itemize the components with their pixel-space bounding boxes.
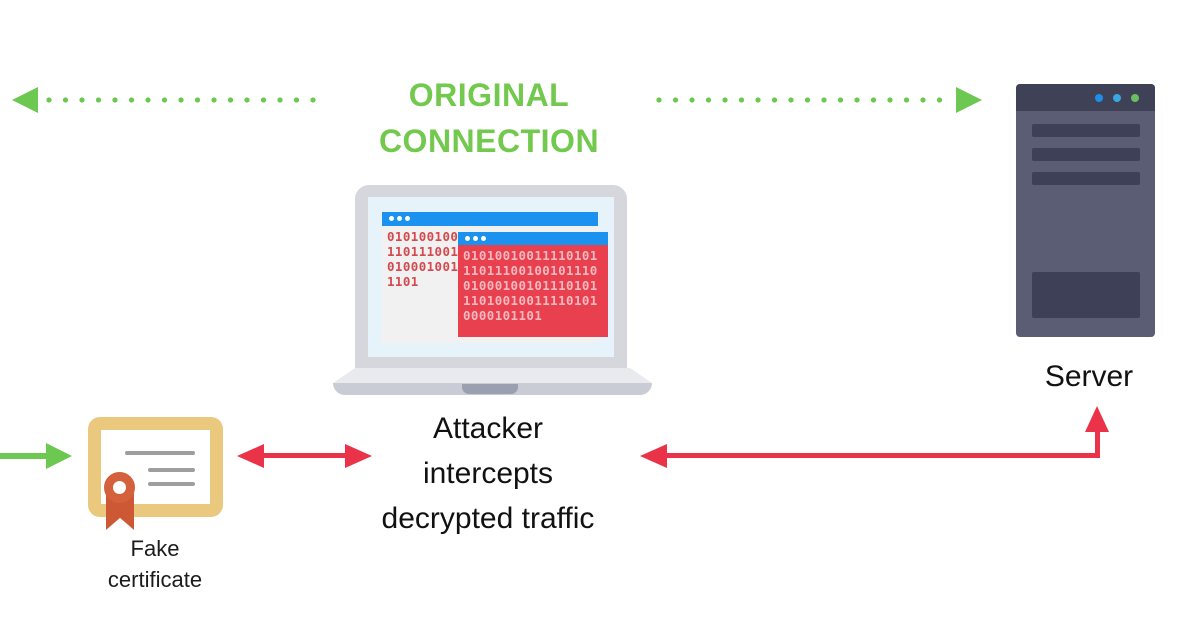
code-line: 11010010011110101 [463, 293, 598, 308]
server-top-panel [1016, 84, 1155, 111]
fake-certificate-label-line1: Fake [130, 536, 180, 561]
fake-certificate-label: Fake certificate [75, 533, 235, 595]
window-dot-icon [405, 216, 410, 221]
green-arrow-line [0, 453, 48, 459]
server-label: Server [1044, 360, 1134, 393]
code-line: 11011100100101110 [463, 263, 598, 278]
window-titlebar [382, 212, 598, 226]
dotted-line-left [46, 97, 322, 103]
red-arrowhead-left-icon [237, 444, 264, 468]
window-dot-icon [473, 236, 478, 241]
server-led-blue-icon [1095, 94, 1103, 102]
green-arrowhead-left-icon [12, 87, 38, 113]
red-arrowhead-to-attacker-icon [640, 444, 667, 468]
green-arrowhead-right-icon [956, 87, 982, 113]
green-arrowhead-icon [46, 443, 72, 469]
window-dot-icon [389, 216, 394, 221]
code-line: 1101 [387, 274, 419, 289]
certificate-text-line [148, 468, 195, 472]
original-connection-line1: ORIGINAL [408, 77, 570, 113]
red-arrowhead-right-icon [345, 444, 372, 468]
red-double-arrow-line [261, 453, 346, 458]
server-slot-bar [1032, 148, 1140, 161]
attacker-label-line3: decrypted traffic [381, 502, 595, 535]
laptop-notch [462, 384, 518, 394]
code-line: 01000100101110101 [463, 278, 598, 293]
code-line: 010100100 [387, 229, 459, 244]
original-connection-line2: CONNECTION [378, 123, 600, 159]
red-arrowhead-to-server-icon [1085, 406, 1109, 432]
red-elbow-horizontal-line [664, 453, 1100, 458]
certificate-text-line [148, 482, 195, 486]
server-vent-panel [1032, 272, 1140, 318]
attacker-label: Attacker intercepts decrypted traffic [313, 406, 663, 541]
server-led-green-icon [1131, 94, 1139, 102]
dotted-line-right [656, 97, 942, 103]
code-line: 110111001 [387, 244, 459, 259]
server-led-lightblue-icon [1113, 94, 1121, 102]
code-line: 0000101101 [463, 308, 543, 323]
server-slot-bar [1032, 172, 1140, 185]
fake-certificate-label-line2: certificate [107, 567, 203, 592]
code-line: 01010010011110101 [463, 248, 598, 263]
window-dot-icon [397, 216, 402, 221]
server-slot-bar [1032, 124, 1140, 137]
laptop-base [333, 368, 652, 383]
code-line: 010001001 [387, 259, 459, 274]
window-titlebar [458, 232, 608, 245]
window-dot-icon [481, 236, 486, 241]
attacker-label-line1: Attacker [432, 412, 544, 445]
original-connection-title: ORIGINAL CONNECTION [339, 72, 639, 164]
attacker-label-line2: intercepts [422, 457, 554, 490]
certificate-seal-icon [104, 472, 135, 503]
red-elbow-vertical-line [1095, 428, 1100, 458]
certificate-text-line [125, 451, 195, 455]
server-icon [1016, 84, 1155, 337]
window-dot-icon [465, 236, 470, 241]
